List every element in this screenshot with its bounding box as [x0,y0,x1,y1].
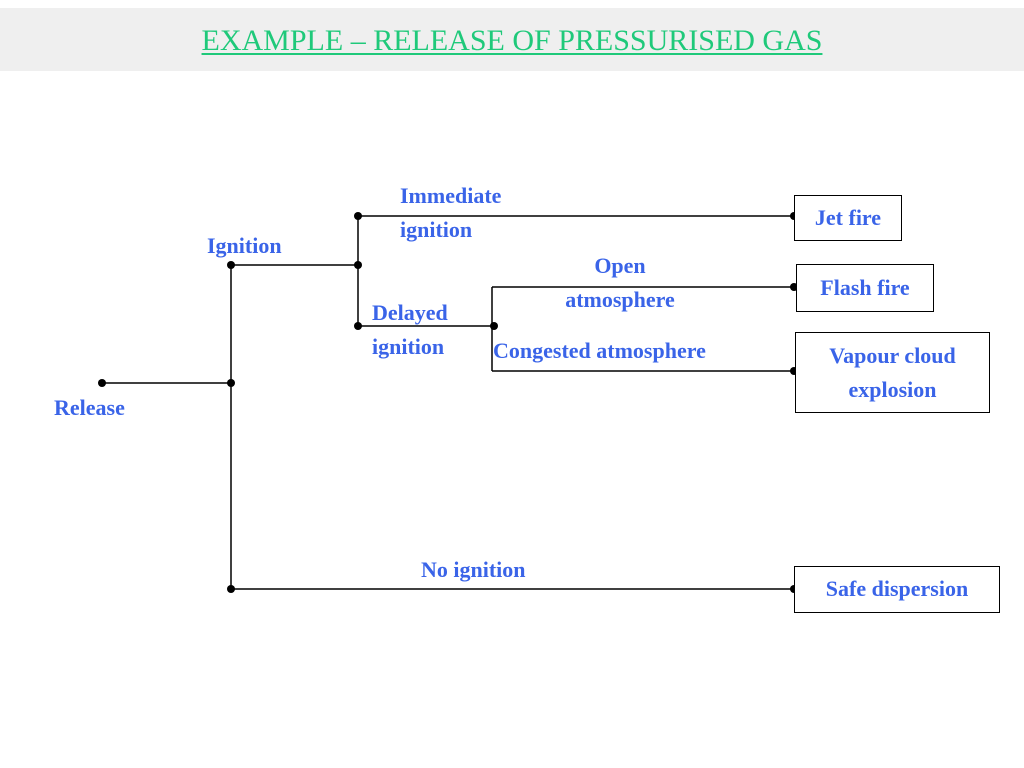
ignition-label: Ignition [207,233,282,258]
vapour-cloud-explosion-box: Vapour cloud explosion [795,332,990,413]
immediate-ignition-node [354,212,362,220]
release-split-node [227,379,235,387]
congested-atmosphere-label: Congested atmosphere [493,338,706,363]
delayed-ignition-label-line1: Delayed [372,300,448,325]
immediate-ignition-label-line1: Immediate [400,183,502,208]
delayed-ignition-node [354,322,362,330]
ignition-node [227,261,235,269]
flash-fire-label: Flash fire [820,275,910,300]
safe-dispersion-label: Safe dispersion [825,576,969,601]
delayed-ignition-label-line2: ignition [372,334,445,359]
delayed-split-node [490,322,498,330]
safe-dispersion-box: Safe dispersion [794,566,1000,613]
release-label: Release [54,395,125,420]
no-ignition-node [227,585,235,593]
ignition-split-node [354,261,362,269]
immediate-ignition-label-line2: ignition [400,217,473,242]
title-bar [0,8,1024,71]
page-title: EXAMPLE – RELEASE OF PRESSURISED GAS [201,24,823,57]
open-atmosphere-label-line2: atmosphere [565,287,675,312]
jet-fire-box: Jet fire [794,195,902,241]
flash-fire-box: Flash fire [796,264,934,312]
release-node [98,379,106,387]
no-ignition-label: No ignition [421,557,526,582]
vapour-cloud-explosion-label-line2: explosion [848,377,937,402]
vapour-cloud-explosion-label-line1: Vapour cloud [829,343,956,368]
open-atmosphere-label-line1: Open [594,253,646,278]
jet-fire-label: Jet fire [814,205,882,230]
